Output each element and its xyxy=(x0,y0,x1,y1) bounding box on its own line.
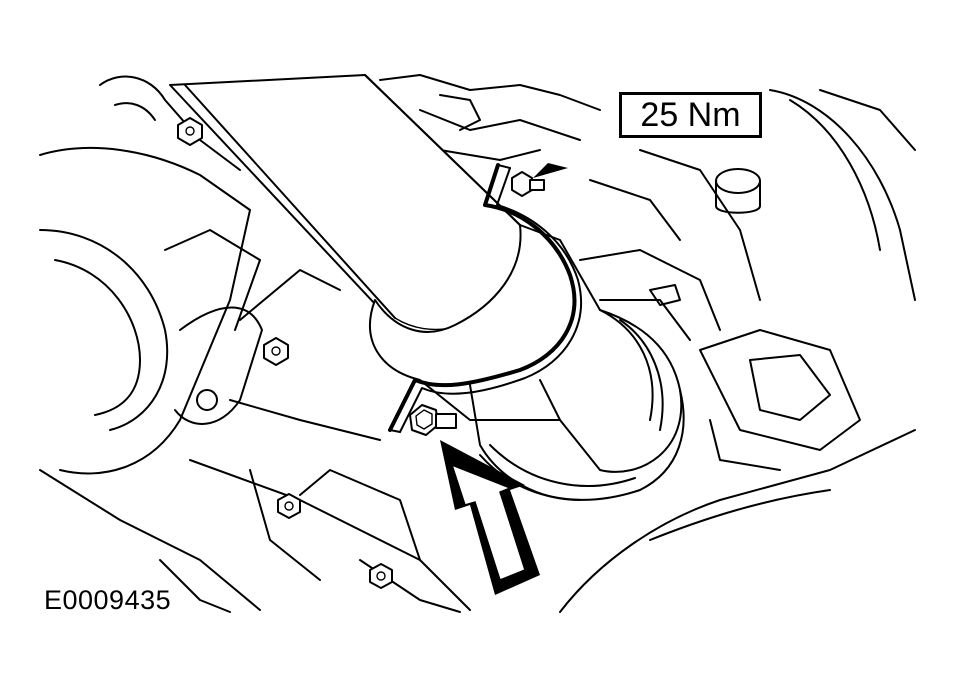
torque-spec-label: 25 Nm xyxy=(619,92,762,138)
drive-shaft xyxy=(169,74,524,336)
figure-id: E0009435 xyxy=(44,585,172,615)
arrow-icon xyxy=(440,440,540,595)
bracket-strap xyxy=(388,163,583,501)
upper-bolt xyxy=(511,171,545,197)
background-bolts xyxy=(177,94,681,589)
pipe-fitting xyxy=(715,168,761,214)
arrow-icon xyxy=(533,163,568,178)
engine-background-outlines xyxy=(39,74,916,613)
lower-bolt xyxy=(409,404,457,436)
